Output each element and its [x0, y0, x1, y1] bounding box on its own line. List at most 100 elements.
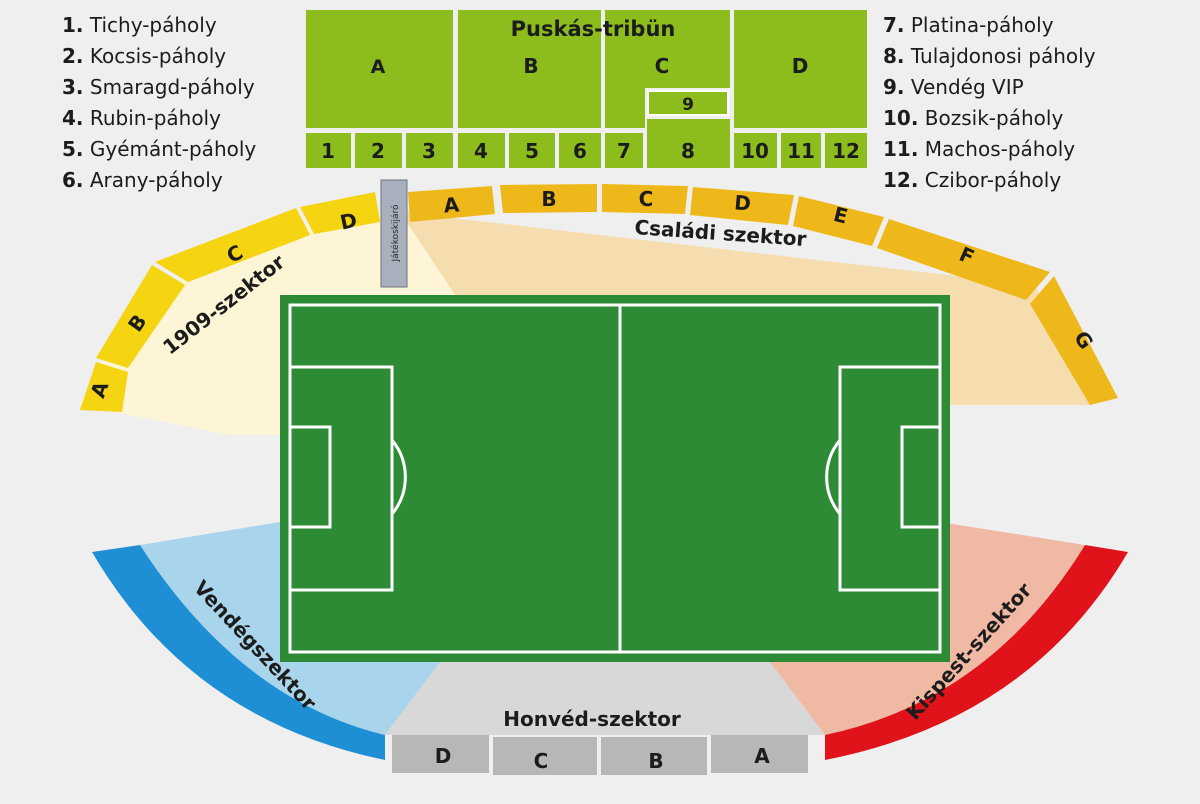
- box-2[interactable]: [355, 133, 402, 168]
- tribun-section-D[interactable]: [734, 10, 867, 128]
- box-3-label: 3: [422, 139, 436, 163]
- legend-item: 8. Tulajdonosi páholy: [883, 41, 1096, 72]
- legend-number: 9.: [883, 75, 905, 99]
- legend-number: 1.: [62, 13, 84, 37]
- csaladi-blocks: [408, 184, 1118, 405]
- legend-number: 10.: [883, 106, 919, 130]
- legend-item: 5. Gyémánt-páholy: [62, 134, 256, 165]
- 1909-sector-area[interactable]: [80, 212, 455, 435]
- box-4[interactable]: [458, 133, 505, 168]
- box-5[interactable]: [509, 133, 555, 168]
- honved-block-B[interactable]: [601, 737, 707, 775]
- legend-name: Arany-páholy: [89, 168, 223, 192]
- box-1[interactable]: [306, 133, 351, 168]
- box-1-label: 1: [321, 139, 335, 163]
- box-12-label: 12: [832, 139, 860, 163]
- legend-name: Tulajdonosi páholy: [910, 44, 1096, 68]
- legend-name: Tichy-páholy: [89, 13, 217, 37]
- box-7-label: 7: [617, 139, 631, 163]
- legend-name: Platina-páholy: [910, 13, 1054, 37]
- legend-name: Bozsik-páholy: [924, 106, 1064, 130]
- 1909-block-C[interactable]: [155, 208, 310, 282]
- box-5-label: 5: [525, 139, 539, 163]
- csaladi-block-G[interactable]: [1030, 276, 1118, 405]
- football-pitch: [280, 295, 950, 662]
- 1909-block-D[interactable]: [300, 192, 380, 234]
- csaladi-block-B[interactable]: [500, 184, 597, 213]
- tribun-section-B[interactable]: [458, 10, 601, 128]
- legend-number: 5.: [62, 137, 84, 161]
- csaladi-block-A[interactable]: [408, 186, 495, 222]
- honved-sector-area[interactable]: [280, 638, 940, 735]
- block-letters: A B C D A B C D E F G D C B A: [85, 187, 1098, 773]
- 1909-block-B[interactable]: [96, 265, 185, 368]
- box-10[interactable]: [734, 133, 777, 168]
- legend-item: 3. Smaragd-páholy: [62, 72, 256, 103]
- legend-name: Kocsis-páholy: [89, 44, 227, 68]
- players-tunnel: [380, 179, 408, 288]
- box-2-label: 2: [371, 139, 385, 163]
- honved-block-C-label: C: [534, 749, 549, 773]
- tribun-section-A[interactable]: [306, 10, 453, 128]
- legend-item: 10. Bozsik-páholy: [883, 103, 1096, 134]
- vendeg-sector-area[interactable]: [140, 522, 440, 735]
- vip-box-9-label: 9: [682, 95, 694, 115]
- csaladi-block-C[interactable]: [602, 184, 688, 214]
- legend-item: 12. Czibor-páholy: [883, 165, 1096, 196]
- legend-number: 4.: [62, 106, 84, 130]
- honved-block-A[interactable]: [711, 735, 808, 773]
- tribun-section-C-lower[interactable]: [605, 88, 645, 128]
- legend-number: 3.: [62, 75, 84, 99]
- tribun-label-D: D: [792, 54, 809, 78]
- owner-box-8[interactable]: [647, 119, 730, 168]
- legend-name: Machos-páholy: [924, 137, 1076, 161]
- legend-name: Gyémánt-páholy: [89, 137, 257, 161]
- box-12[interactable]: [825, 133, 867, 168]
- tribun-label-B: B: [523, 54, 538, 78]
- owner-box-8-label: 8: [681, 139, 695, 163]
- legend-number: 2.: [62, 44, 84, 68]
- honved-blocks: [392, 735, 808, 775]
- csaladi-block-D[interactable]: [690, 187, 794, 225]
- legend-right: 7. Platina-páholy 8. Tulajdonosi páholy …: [883, 10, 1096, 196]
- honved-block-D[interactable]: [392, 735, 489, 773]
- csaladi-block-E-label: E: [831, 202, 850, 229]
- tribun-label-A: A: [371, 56, 386, 78]
- tribun-section-C-upper[interactable]: [605, 10, 730, 88]
- legend-number: 8.: [883, 44, 905, 68]
- vendeg-sector-ring: [92, 545, 385, 760]
- csaladi-block-A-label: A: [443, 192, 461, 217]
- legend-item: 9. Vendég VIP: [883, 72, 1096, 103]
- box-6[interactable]: [559, 133, 601, 168]
- legend-number: 11.: [883, 137, 919, 161]
- players-tunnel-label: Játékoskijáró: [390, 204, 401, 263]
- legend-number: 12.: [883, 168, 919, 192]
- kispest-sector-area[interactable]: [770, 522, 1085, 735]
- legend-number: 6.: [62, 168, 84, 192]
- legend-item: 7. Platina-páholy: [883, 10, 1096, 41]
- box-3[interactable]: [406, 133, 453, 168]
- pitch-grass: [280, 295, 950, 662]
- pitch-markings: [288, 303, 942, 654]
- legend-item: 6. Arany-páholy: [62, 165, 256, 196]
- 1909-block-A[interactable]: [80, 362, 128, 412]
- legend-item: 2. Kocsis-páholy: [62, 41, 256, 72]
- honved-block-C[interactable]: [493, 737, 597, 775]
- box-11[interactable]: [781, 133, 821, 168]
- honved-block-A-label: A: [754, 744, 770, 768]
- legend-name: Czibor-páholy: [924, 168, 1062, 192]
- vip-box-9[interactable]: [647, 90, 729, 116]
- kispest-sector-ring: [825, 545, 1128, 760]
- honved-sector-label: Honvéd-szektor: [503, 707, 681, 731]
- legend-item: 4. Rubin-páholy: [62, 103, 256, 134]
- 1909-block-D-label: D: [338, 208, 359, 235]
- legend-name: Vendég VIP: [910, 75, 1024, 99]
- tribun-title: Puskás-tribün: [511, 17, 676, 41]
- box-7[interactable]: [605, 133, 643, 168]
- legend-item: 11. Machos-páholy: [883, 134, 1096, 165]
- csaladi-block-F[interactable]: [877, 219, 1050, 300]
- csaladi-block-E[interactable]: [793, 196, 884, 246]
- legend-item: 1. Tichy-páholy: [62, 10, 256, 41]
